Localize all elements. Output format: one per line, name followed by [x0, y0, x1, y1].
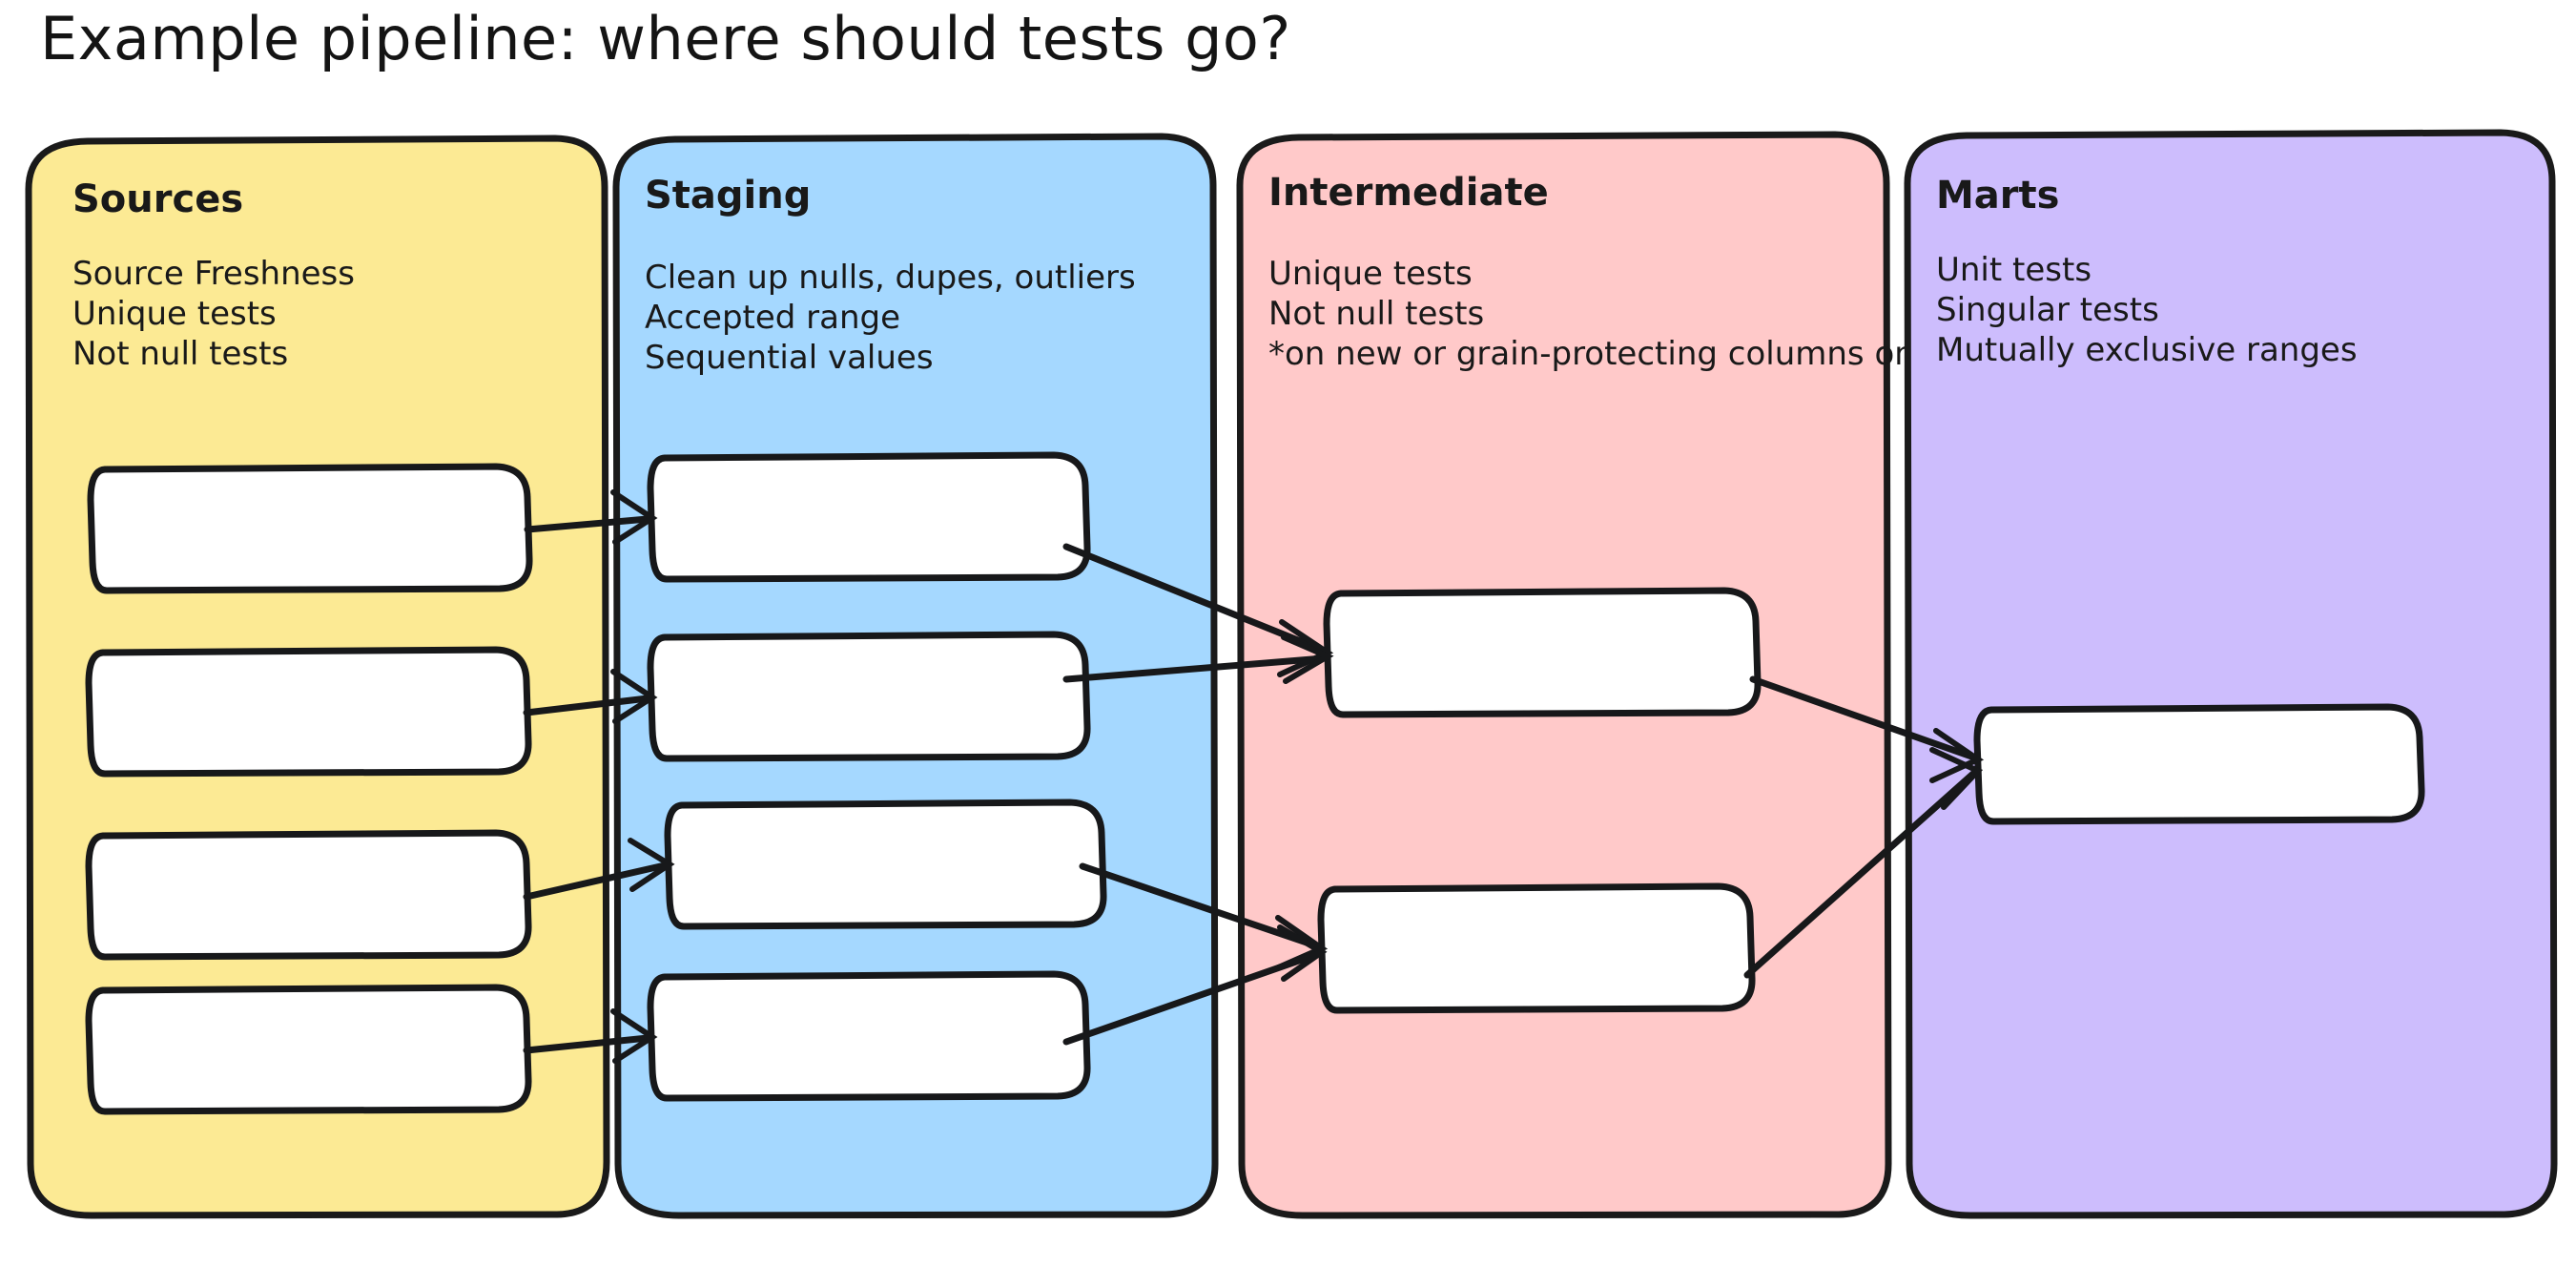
lane-sources-line-1: Source Freshness	[72, 255, 355, 293]
lane-marts[interactable]: Marts Unit tests Singular tests Mutually…	[1904, 129, 2558, 1219]
lane-marts-line-2: Singular tests	[1936, 291, 2159, 329]
lane-intermediate-line-2: Not null tests	[1268, 295, 1484, 333]
lane-sources-title: Sources	[72, 177, 243, 221]
staging-node-3[interactable]	[664, 799, 1107, 930]
sources-node-3[interactable]	[85, 829, 532, 961]
marts-node-1[interactable]	[1973, 703, 2425, 825]
edge-sources-2-to-staging-2	[523, 669, 658, 724]
intermediate-node-2[interactable]	[1317, 882, 1756, 1014]
edge-sources-1-to-staging-1	[524, 489, 658, 545]
edge-sources-4-to-staging-4	[523, 1008, 658, 1064]
lane-sources[interactable]: Sources Source Freshness Unique tests No…	[25, 135, 610, 1219]
edge-intermediate-2-to-marts-1	[1743, 747, 1984, 979]
staging-node-1[interactable]	[647, 451, 1091, 583]
lane-staging[interactable]: Staging Clean up nulls, dupes, outliers …	[612, 133, 1219, 1219]
lane-intermediate[interactable]: Intermediate Unique tests Not null tests…	[1236, 131, 1943, 1219]
lane-marts-line-1: Unit tests	[1936, 251, 2092, 289]
staging-node-2[interactable]	[647, 631, 1091, 762]
lane-sources-line-2: Unique tests	[72, 295, 277, 333]
lane-marts-line-3: Mutually exclusive ranges	[1936, 331, 2358, 369]
edge-staging-1-to-intermediate-1	[1062, 543, 1334, 677]
lane-intermediate-line-1: Unique tests	[1268, 255, 1473, 293]
lane-intermediate-title: Intermediate	[1268, 171, 1549, 215]
lane-staging-line-3: Sequential values	[645, 339, 934, 377]
intermediate-node-1[interactable]	[1323, 587, 1762, 718]
lane-sources-line-3: Not null tests	[72, 335, 288, 373]
sources-node-2[interactable]	[85, 646, 532, 778]
lane-intermediate-line-3: *on new or grain-protecting columns only	[1268, 335, 1943, 373]
page-title: Example pipeline: where should tests go?	[40, 4, 1291, 73]
lane-staging-title: Staging	[645, 174, 811, 218]
lane-staging-line-2: Accepted range	[645, 299, 900, 337]
edge-intermediate-1-to-marts-1	[1749, 675, 1985, 783]
edge-staging-2-to-intermediate-1	[1062, 634, 1334, 684]
lane-marts-title: Marts	[1936, 174, 2059, 218]
sources-node-1[interactable]	[87, 463, 533, 594]
edge-layer	[523, 489, 1985, 1064]
edge-staging-4-to-intermediate-2	[1062, 924, 1328, 1046]
sources-node-4[interactable]	[85, 984, 532, 1115]
lane-marts-background	[1904, 129, 2558, 1219]
edge-sources-3-to-staging-3	[523, 838, 675, 901]
lane-staging-line-1: Clean up nulls, dupes, outliers	[645, 259, 1136, 297]
staging-node-4[interactable]	[647, 970, 1091, 1102]
